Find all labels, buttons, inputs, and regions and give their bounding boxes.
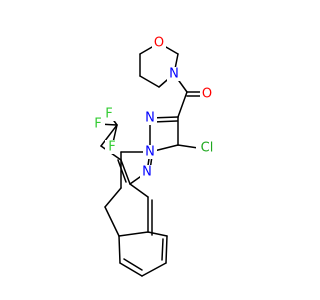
bond (141, 262, 167, 277)
bond (118, 235, 121, 264)
atom-labels: O N O Cl F F F N N N (91, 36, 218, 180)
atom-label-oxygen: O (202, 87, 212, 102)
bond (104, 187, 122, 208)
bond (165, 235, 168, 264)
bond (104, 206, 120, 237)
atom-label-nitrogen: N (145, 145, 155, 160)
atom-label-chlorine: Cl (201, 141, 214, 156)
molecule-canvas: O N O Cl F F F N N N (91, 35, 218, 277)
atom-label-nitrogen: N (142, 165, 152, 180)
bonds (97, 42, 208, 277)
atom-label-nitrogen: N (169, 67, 179, 82)
atom-label-fluorine: F (94, 117, 101, 132)
atom-label-fluorine: F (105, 107, 112, 122)
bond (147, 231, 168, 237)
bond (129, 183, 149, 198)
bond (119, 262, 143, 277)
bond (139, 75, 160, 88)
bond (161, 238, 164, 261)
bond (177, 91, 188, 118)
molecule-structure: O N O Cl F F F N N N (91, 35, 218, 277)
atom-label-oxygen: O (154, 36, 164, 51)
bond (120, 159, 131, 185)
bond (123, 258, 143, 271)
bond (100, 124, 118, 147)
bond (117, 159, 127, 183)
bond (177, 144, 199, 149)
bond (118, 231, 149, 237)
atom-label-nitrogen: N (145, 111, 155, 126)
atom-label-fluorine: F (108, 140, 115, 155)
